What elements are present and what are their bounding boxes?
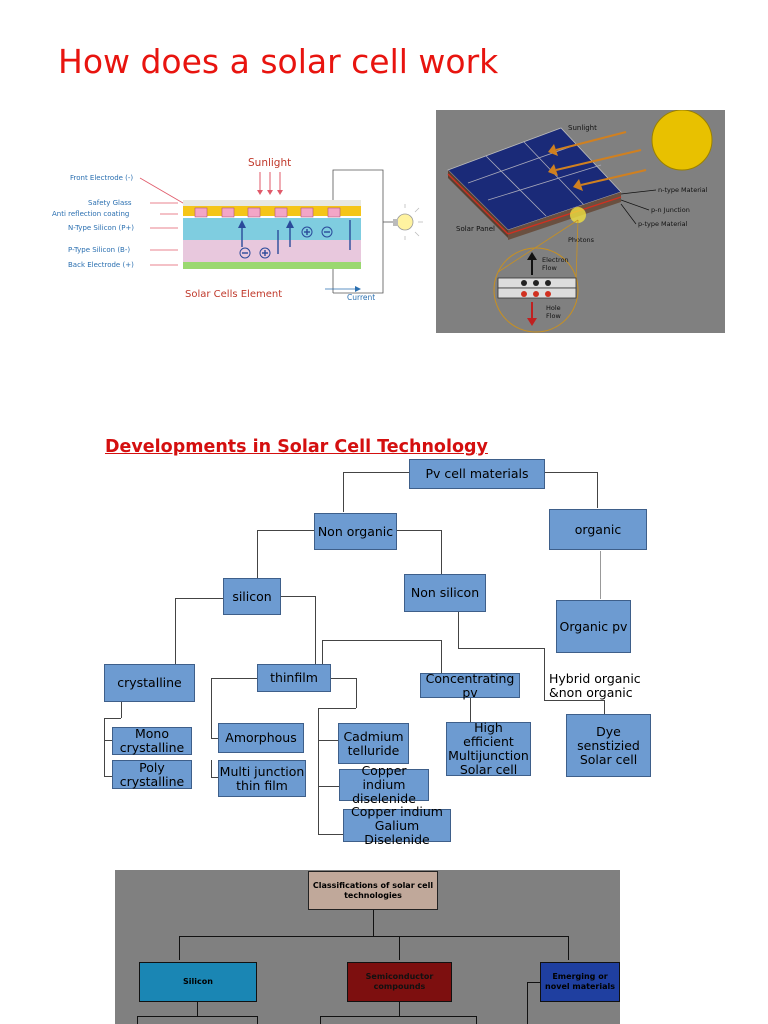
silicon-node: silicon bbox=[223, 578, 281, 615]
panel-sunlight-label: Sunlight bbox=[568, 124, 597, 132]
junction-magnifier bbox=[493, 247, 579, 333]
developments-subtitle: Developments in Solar Cell Technology bbox=[105, 437, 488, 457]
front-electrode-label: Front Electrode (-) bbox=[70, 174, 133, 182]
classification-diagram: Classifications of solar cell technologi… bbox=[115, 870, 620, 1024]
anti-reflection-label: Anti reflection coating bbox=[52, 210, 129, 218]
cells-element-caption: Solar Cells Element bbox=[185, 289, 282, 300]
multi-junction-node: Multi junction thin film bbox=[218, 760, 306, 797]
anti-reflection-layer bbox=[183, 206, 361, 216]
mono-crystalline-node: Mono crystalline bbox=[112, 727, 192, 755]
back-electrode-layer bbox=[183, 262, 361, 269]
concentrating-pv-node: Concentrating pv bbox=[420, 671, 520, 699]
p-type-layer bbox=[183, 240, 361, 262]
organic-pv-node: Organic pv bbox=[556, 600, 631, 653]
front-electrodes bbox=[194, 207, 341, 218]
n-type-label: N-Type Silicon (P+) bbox=[68, 224, 134, 232]
n-type-layer bbox=[183, 218, 361, 240]
p-type-material-label: p-type Material bbox=[638, 220, 688, 228]
sunlight-arrows bbox=[259, 172, 281, 192]
cadmium-telluride-node: Cadmium telluride bbox=[338, 723, 409, 764]
thinfilm-node: thinfilm bbox=[257, 664, 331, 692]
amorphous-node: Amorphous bbox=[218, 723, 304, 753]
organic-node: organic bbox=[549, 509, 647, 550]
solar-cell-element-diagram: Sunlight Front Electrode (-) Safety Glas… bbox=[52, 157, 423, 302]
solar-panel-diagram: Sunlight n-type Material p-n Junction p-… bbox=[436, 110, 725, 333]
sunlight-label: Sunlight bbox=[248, 157, 291, 169]
hybrid-organic-label: Hybrid organic &non organic bbox=[549, 671, 641, 700]
photons-label: Photons bbox=[568, 236, 595, 244]
current-label: Current bbox=[347, 293, 375, 302]
pn-junction-label: p-n Junction bbox=[651, 206, 690, 214]
classification-root-node: Classifications of solar cell technologi… bbox=[308, 871, 438, 910]
back-electrode-label: Back Electrode (+) bbox=[68, 261, 134, 269]
safety-glass-label: Safety Glass bbox=[88, 199, 132, 207]
solar-panel-label: Solar Panel bbox=[456, 225, 495, 233]
page-title: How does a solar cell work bbox=[58, 42, 499, 81]
safety-glass-layer bbox=[183, 200, 361, 206]
crystalline-node: crystalline bbox=[104, 664, 195, 702]
p-type-label: P-Type Silicon (B-) bbox=[68, 246, 130, 254]
n-type-material-label: n-type Material bbox=[658, 186, 708, 194]
non-organic-node: Non organic bbox=[314, 513, 397, 550]
copper-indium-diselenide-node: Copper indium diselenide bbox=[339, 764, 429, 806]
lightbulb-icon bbox=[393, 204, 423, 240]
dye-sensitized-node: Dye senstizied Solar cell bbox=[566, 714, 651, 777]
high-efficient-multijunction-node: High efficient Multijunction Solar cell bbox=[446, 721, 531, 777]
non-silicon-node: Non silicon bbox=[404, 574, 486, 612]
pv-cell-materials-node: Pv cell materials bbox=[409, 459, 545, 489]
sun-icon bbox=[651, 110, 713, 171]
copper-indium-galium-node: Copper indium Galium Diselenide bbox=[343, 804, 451, 846]
poly-crystalline-node: Poly crystalline bbox=[112, 760, 192, 789]
semiconductor-class-node: Semiconductor compounds bbox=[347, 962, 452, 1002]
emerging-class-node: Emerging or novel materials bbox=[540, 962, 620, 1002]
silicon-class-node: Silicon bbox=[139, 962, 257, 1002]
